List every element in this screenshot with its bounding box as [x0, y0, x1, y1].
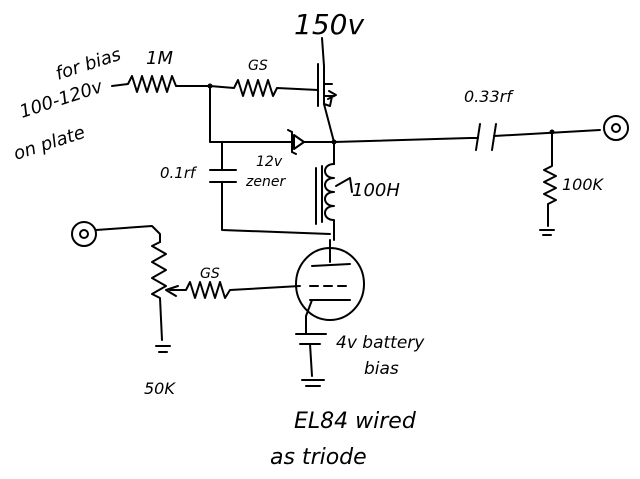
zener-label-line-2: zener: [245, 174, 286, 190]
supply-wire: [321, 37, 325, 67]
mosfet: [317, 63, 337, 107]
resistor-gs-gate: [209, 79, 319, 97]
output-jack: [603, 115, 629, 141]
resistor-1m: [111, 75, 211, 93]
supply-label: 150v: [294, 8, 364, 41]
battery-label-line-1: 4v battery: [336, 333, 425, 353]
capacitor-0-1: [209, 141, 331, 235]
resistor-gs-top-label: GS: [248, 58, 268, 74]
capacitor-0-33-label: 0.33rf: [464, 87, 514, 106]
potentiometer-50k: [151, 241, 179, 353]
tube-label-line-1: EL84 wired: [294, 409, 417, 434]
input-jack: [71, 221, 161, 247]
capacitor-0-33: [469, 123, 601, 151]
resistor-gs-grid-label: GS: [200, 266, 220, 282]
inductor-100h: [315, 141, 353, 241]
output-wire: [333, 137, 471, 143]
zener-label-line-1: 12v: [256, 154, 283, 170]
resistor-100k-label: 100K: [562, 175, 605, 194]
tube-label-line-2: as triode: [270, 445, 367, 470]
inductor-label: 100H: [352, 180, 400, 201]
resistor-gs-grid: [169, 281, 301, 299]
resistor-100k: [539, 131, 557, 236]
bias-battery: [295, 319, 327, 387]
zener-diode: [275, 129, 335, 155]
battery-label-line-2: bias: [364, 359, 399, 379]
capacitor-0-1-label: 0.1rf: [160, 164, 198, 182]
el84-tube: [295, 239, 365, 321]
bias-note-line-3: on plate: [11, 122, 88, 165]
potentiometer-label: 50K: [144, 379, 176, 398]
bias-node-wire: [209, 85, 277, 143]
source-wire: [323, 103, 335, 143]
resistor-1m-label: 1M: [146, 48, 173, 69]
